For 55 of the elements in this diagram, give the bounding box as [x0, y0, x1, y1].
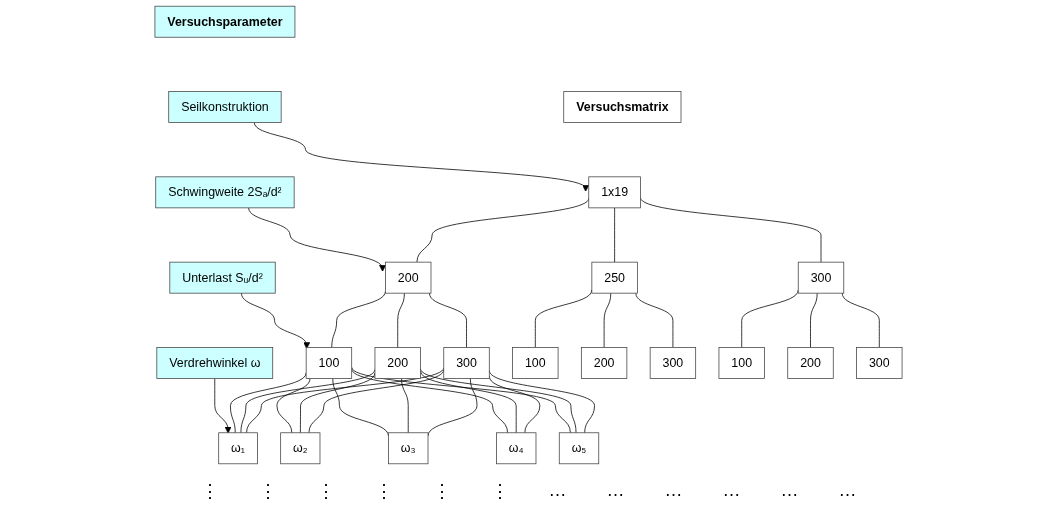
ellipsis: ⋮: [374, 480, 393, 502]
node-box: Schwingweite 2Sₐ/d²: [155, 176, 295, 209]
connector: [240, 369, 376, 434]
connector: [416, 198, 590, 263]
ellipsis: …: [838, 480, 857, 502]
connector: [397, 292, 405, 348]
node-box: 100: [718, 347, 765, 379]
node-box: 300: [443, 347, 490, 379]
node-box: 1x19: [588, 176, 641, 209]
connector: [741, 289, 799, 348]
ellipsis: …: [664, 480, 683, 502]
node-box: 100: [512, 347, 559, 379]
ellipsis: ⋮: [258, 480, 277, 502]
node-box: ω₁: [218, 432, 258, 465]
connector: [246, 367, 445, 434]
connector: [351, 366, 571, 434]
connector: [331, 290, 386, 348]
ellipsis: …: [548, 480, 567, 502]
node-box: ω₅: [558, 432, 600, 465]
connector: [429, 292, 467, 348]
node-box: 200: [385, 261, 432, 294]
ellipsis: ⋮: [432, 480, 451, 502]
node-box: 300: [797, 261, 845, 294]
connector: [276, 378, 311, 434]
ellipsis: …: [722, 480, 741, 502]
node-box: ω₂: [280, 432, 321, 465]
node-box: Versuchsparameter: [154, 5, 296, 38]
node-box: 200: [580, 347, 628, 379]
connector: [614, 207, 615, 263]
ellipsis: …: [780, 480, 799, 502]
ellipsis: ⋮: [490, 480, 509, 502]
node-box: Verdrehwinkel ω: [156, 347, 274, 379]
node-box: Unterlast Sᵤ/d²: [169, 261, 276, 294]
node-box: ω₃: [388, 432, 429, 465]
node-box: 100: [305, 347, 353, 379]
node-box: Versuchsmatrix: [563, 91, 682, 123]
ellipsis: …: [606, 480, 625, 502]
node-box: 300: [856, 347, 903, 379]
connector: [420, 368, 577, 434]
ellipsis: ⋮: [316, 480, 335, 502]
connector: [810, 292, 818, 348]
connector: [230, 372, 307, 434]
connector: [603, 292, 612, 348]
node-box: 200: [374, 347, 421, 379]
connector: [841, 292, 880, 348]
node-box: ω₄: [496, 432, 537, 465]
connector: [351, 368, 508, 434]
connector: [401, 378, 409, 434]
node-box: Seilkonstruktion: [168, 91, 282, 123]
ellipsis: ⋮: [200, 480, 219, 502]
connector: [640, 197, 822, 263]
node-box: 200: [787, 347, 834, 379]
connector: [635, 292, 674, 348]
node-box: 300: [649, 347, 697, 379]
node-box: 250: [591, 261, 638, 294]
